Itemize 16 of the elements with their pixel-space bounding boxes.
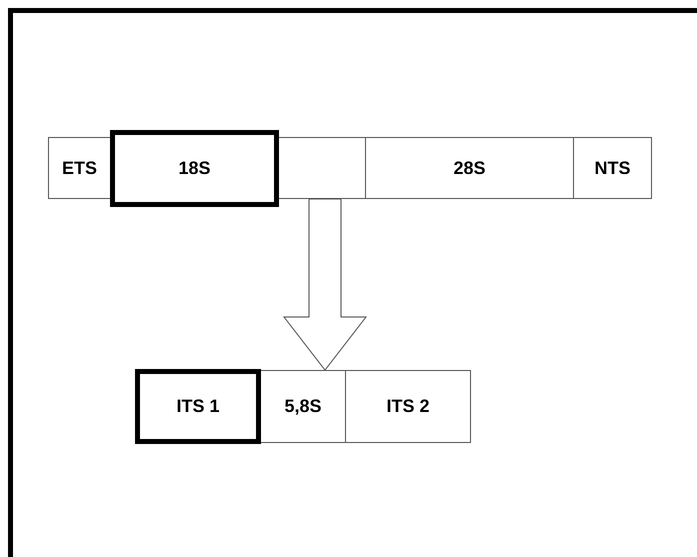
segment-box xyxy=(278,137,366,199)
segment-label: 5,8S xyxy=(284,396,322,417)
segment-label: ETS xyxy=(62,158,97,178)
segment-label: ITS 1 xyxy=(176,396,220,417)
segment-box xyxy=(48,137,111,199)
segment-label: ITS 2 xyxy=(386,396,430,417)
segment-box xyxy=(573,137,652,199)
segment-label: 18S xyxy=(178,158,211,179)
segment-box xyxy=(260,370,346,443)
segment-box xyxy=(345,370,471,443)
segment-box xyxy=(135,369,261,444)
segment-box xyxy=(110,130,279,207)
segment-label: 28S xyxy=(453,158,486,178)
block-arrow xyxy=(282,198,368,371)
segment-box xyxy=(365,137,574,199)
segment-label: NTS xyxy=(594,158,630,178)
